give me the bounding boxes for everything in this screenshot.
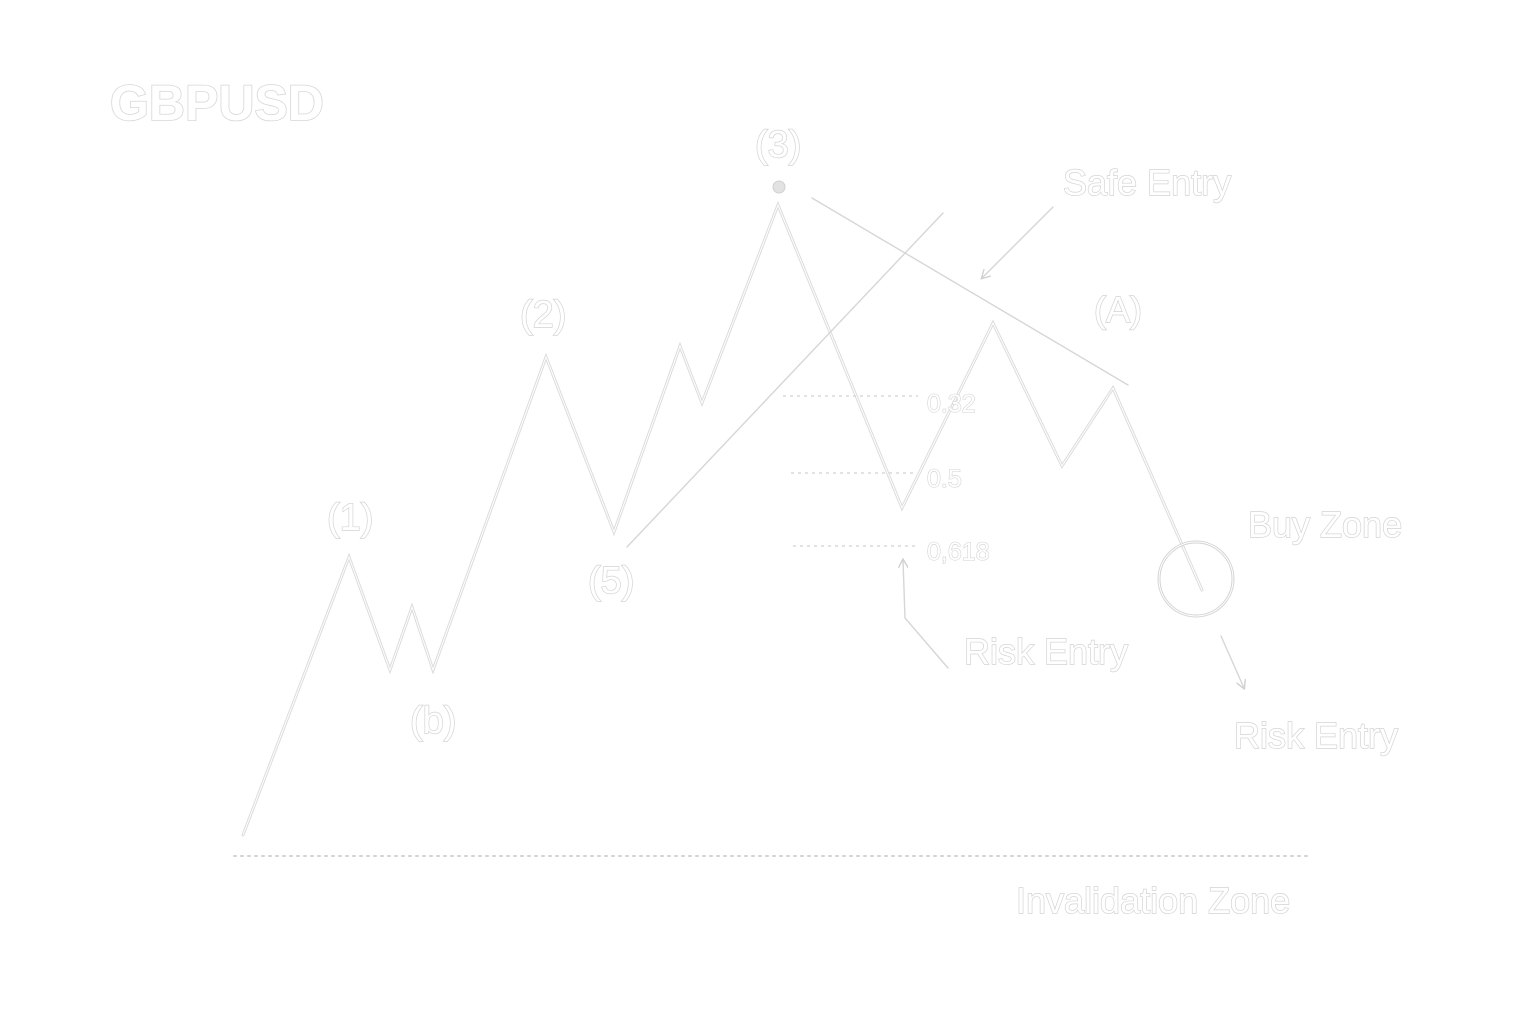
buy-zone-circle-inner (1158, 541, 1234, 617)
fib-label-382: 0.32 (927, 390, 976, 418)
wave-label-A: (A) (1094, 289, 1142, 330)
risk-entry-arrow-2 (1220, 635, 1244, 688)
wave-3-peak-dot (772, 180, 786, 194)
fib-label-618: 0,618 (927, 538, 990, 566)
wave-label-1: (1) (327, 497, 373, 539)
price-wave-line (241, 200, 1204, 837)
wave-label-2: (2) (520, 294, 566, 336)
wave-label-3: (3) (755, 124, 801, 166)
symbol-title: GBPUSD (110, 75, 324, 131)
invalidation-zone-label: Invalidation Zone (1016, 880, 1290, 921)
safe-entry-arrow (982, 206, 1054, 278)
risk-entry-arrow-1 (903, 560, 949, 669)
safe-entry-label: Safe Entry (1063, 162, 1231, 203)
risk-entry-label-2: Risk Entry (1234, 715, 1398, 756)
fib-label-50: 0.5 (927, 465, 962, 493)
buy-zone-label: Buy Zone (1248, 504, 1402, 545)
wave-label-b: (b) (410, 700, 456, 742)
wave-label-5: (5) (588, 560, 634, 602)
risk-entry-label-1: Risk Entry (964, 631, 1128, 672)
trend-line-5 (626, 212, 944, 548)
descending-trend-line (811, 197, 1129, 386)
price-wave-line-inner (242, 203, 1203, 836)
